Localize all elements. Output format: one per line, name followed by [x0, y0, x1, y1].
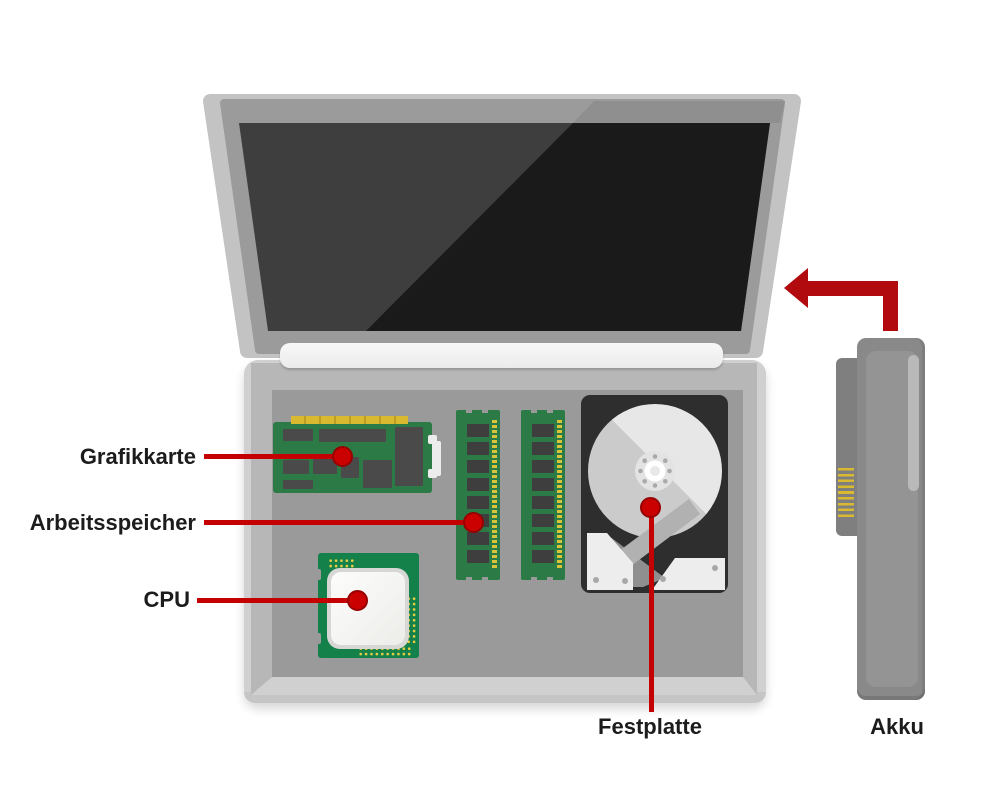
gpu-port-connector-tab: [428, 435, 437, 444]
insert-arrow-icon: [883, 281, 898, 331]
pointer-dot-hard-drive: [640, 497, 661, 518]
label-cpu: CPU: [143, 587, 190, 612]
ram-gold-edge: [557, 420, 562, 569]
gpu-port-connector: [432, 441, 441, 476]
ram-notch: [482, 577, 488, 581]
hdd-bracket-screws: [593, 565, 718, 584]
cpu-heat-spreader: [327, 568, 409, 649]
gpu-chip: [283, 460, 309, 474]
ram-notch: [531, 577, 537, 581]
gpu-chip: [319, 429, 386, 442]
ram-gold-edge: [492, 420, 497, 569]
pointer-dot-graphics-card: [332, 446, 353, 467]
hdd-mount-bracket-right: [652, 558, 725, 590]
pointer-line-hard-drive: [649, 506, 654, 712]
ram-notch: [466, 409, 472, 413]
ram-notch: [531, 409, 537, 413]
pointer-dot-cpu: [347, 590, 368, 611]
ram-notch: [466, 577, 472, 581]
cpu-notch: [315, 569, 321, 580]
ram-module-2: [521, 409, 565, 581]
battery-highlight: [908, 355, 919, 491]
gpu-chip: [363, 460, 392, 488]
pointer-dot-ram: [463, 512, 484, 533]
hdd-hub-screws: [638, 454, 672, 488]
cpu-gold-pads: [358, 646, 411, 657]
hard-drive: [581, 395, 728, 593]
ram-notch: [547, 577, 553, 581]
label-battery: Akku: [870, 714, 924, 739]
label-ram: Arbeitsspeicher: [29, 510, 196, 535]
cpu-gold-pads: [328, 558, 355, 569]
cpu-notch: [315, 633, 321, 644]
ram-notch: [547, 409, 553, 413]
battery-gold-contacts: [838, 468, 854, 520]
insert-arrow-icon: [784, 268, 808, 308]
ram-module-1: [456, 409, 500, 581]
ram-chips: [467, 424, 489, 568]
gpu-gold-connector-strip: [291, 416, 408, 424]
label-hard-drive: Festplatte: [598, 714, 702, 739]
gpu-chip: [395, 427, 423, 486]
cpu-heat-spreader-top: [331, 572, 405, 645]
pointer-line-graphics-card: [204, 454, 344, 459]
cpu: [315, 553, 419, 658]
gpu-chip: [283, 480, 313, 489]
ram-notch: [482, 409, 488, 413]
hdd-spindle-hole: [650, 466, 660, 476]
gpu-chip: [283, 429, 313, 441]
hdd-mount-bracket-left: [587, 533, 633, 590]
label-graphics-card: Grafikkarte: [79, 444, 196, 469]
gpu-chip: [313, 459, 337, 474]
pointer-line-ram: [204, 520, 476, 525]
cpu-gold-pads: [406, 596, 417, 645]
insert-arrow-icon: [806, 281, 898, 296]
screen-glare: [366, 123, 770, 331]
gpu-port-connector-tab: [428, 469, 437, 478]
laptop-base-bottom-edge: [244, 692, 766, 703]
pointer-line-cpu: [197, 598, 360, 603]
lid-bezel-shade: [573, 101, 785, 123]
battery: [857, 338, 925, 700]
hinge-bar: [280, 343, 723, 368]
ram-chips: [532, 424, 554, 568]
